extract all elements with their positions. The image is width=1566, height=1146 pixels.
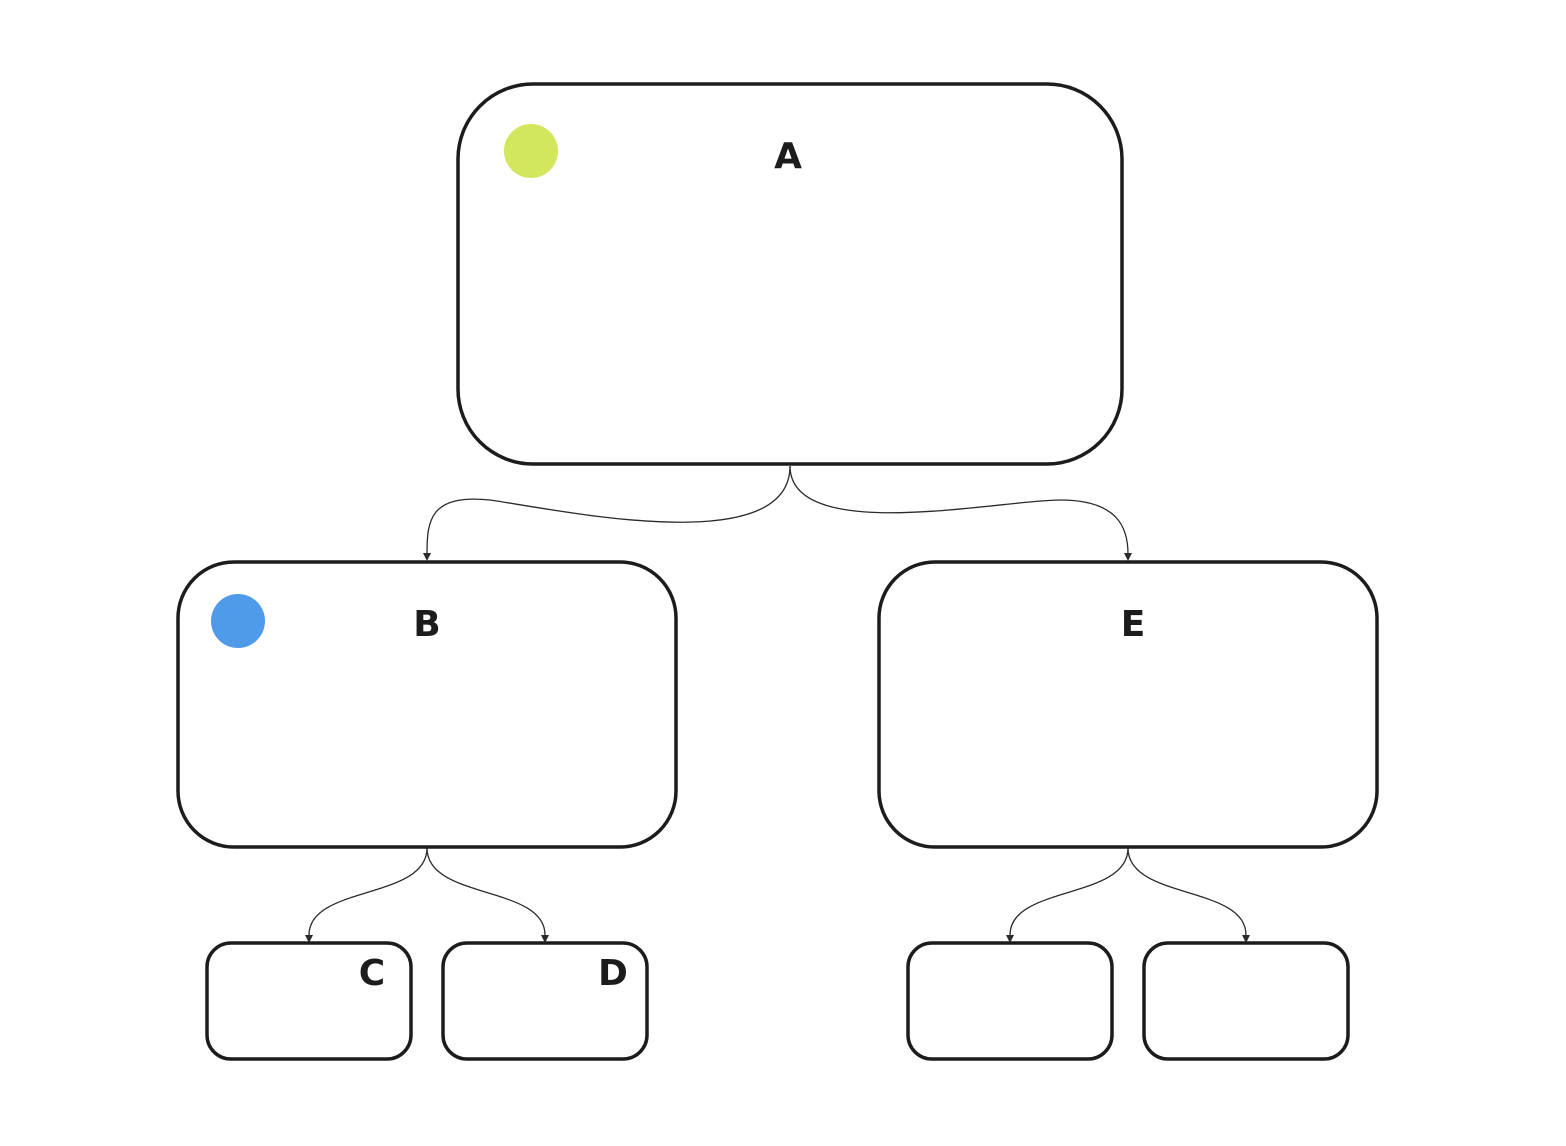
- node-g-box[interactable]: [1142, 941, 1350, 1061]
- edge-a-b-arrow: [423, 553, 431, 561]
- node-a[interactable]: A: [456, 82, 1124, 466]
- edge-a-e-arrow: [1124, 553, 1132, 561]
- node-b[interactable]: B: [176, 560, 678, 849]
- node-c[interactable]: C: [205, 941, 413, 1061]
- edge-e-f: [1009, 847, 1129, 936]
- node-e-box[interactable]: [877, 560, 1379, 849]
- node-f-box[interactable]: [906, 941, 1114, 1061]
- node-d-box[interactable]: [441, 941, 649, 1061]
- node-a-box[interactable]: [456, 82, 1124, 466]
- edge-e-f-arrow: [1006, 935, 1014, 943]
- edge-a-e: [789, 465, 1129, 555]
- node-d-label: D: [598, 953, 628, 994]
- edge-b-d: [426, 847, 546, 936]
- node-d[interactable]: D: [441, 941, 649, 1061]
- node-a-marker-dot: [504, 124, 558, 178]
- node-b-marker-dot: [211, 594, 265, 648]
- node-b-box[interactable]: [176, 560, 678, 849]
- connectors: [305, 465, 1250, 943]
- node-b-label: B: [413, 604, 440, 645]
- edge-b-d-arrow: [541, 935, 549, 943]
- node-a-label: A: [774, 136, 802, 177]
- node-g[interactable]: [1142, 941, 1350, 1061]
- node-f[interactable]: [906, 941, 1114, 1061]
- edge-b-c-arrow: [305, 935, 313, 943]
- node-c-label: C: [359, 953, 385, 994]
- node-c-box[interactable]: [205, 941, 413, 1061]
- edge-b-c: [308, 847, 428, 936]
- edge-e-g: [1127, 847, 1247, 936]
- node-e[interactable]: E: [877, 560, 1379, 849]
- edge-a-b: [426, 465, 791, 555]
- edge-e-g-arrow: [1242, 935, 1250, 943]
- node-e-label: E: [1121, 604, 1146, 645]
